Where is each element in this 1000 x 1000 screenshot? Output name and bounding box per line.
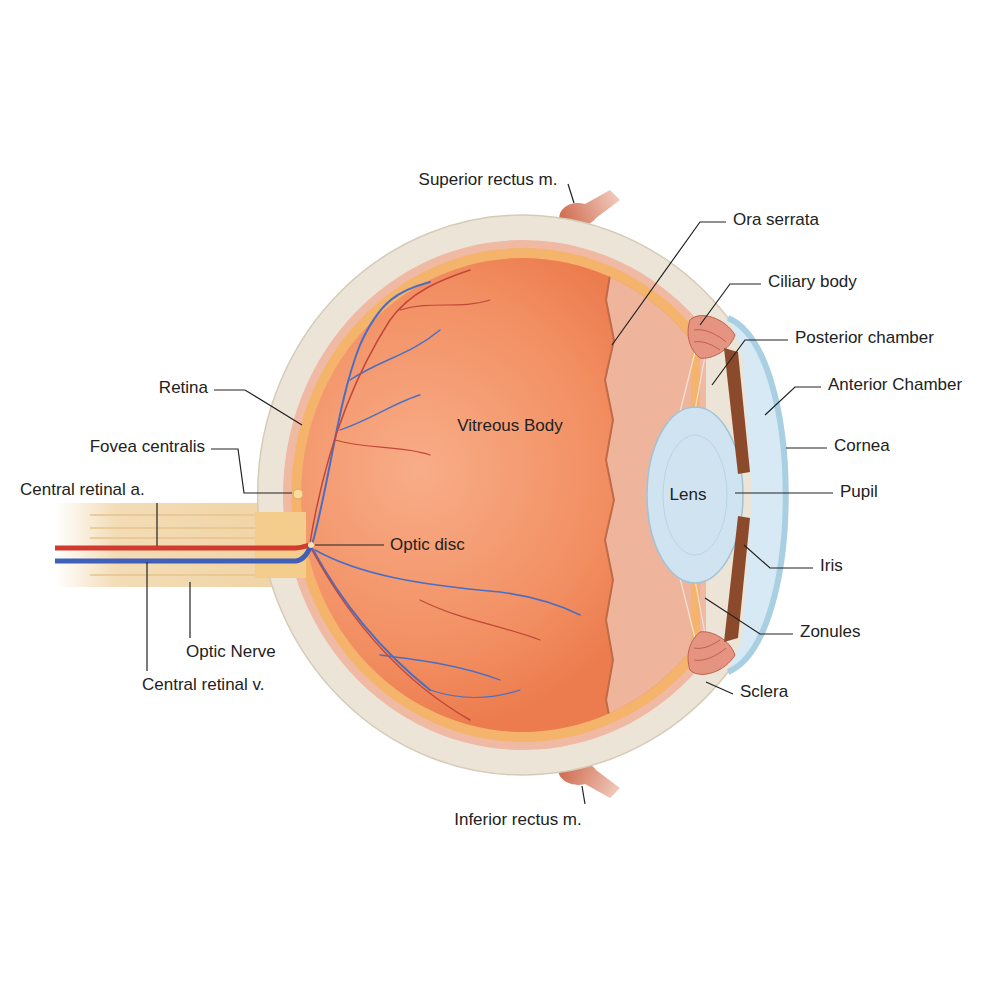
- leader-line: [712, 340, 788, 385]
- leader-line: [211, 449, 292, 493]
- leader-line: [700, 284, 761, 325]
- leader-line: [706, 682, 733, 694]
- ora-serrata-edge: [605, 262, 614, 730]
- optic-nerve: [55, 503, 290, 587]
- part-label: Central retinal a.: [20, 480, 145, 500]
- vein: [312, 282, 430, 545]
- artery: [310, 270, 470, 543]
- iris: [724, 516, 750, 642]
- lens-nucleus: [663, 435, 727, 555]
- part-label: Retina: [159, 378, 208, 398]
- vein: [340, 395, 420, 430]
- leader-line: [315, 544, 384, 545]
- optic-nerve-head: [255, 512, 306, 578]
- ciliary-folds: [694, 640, 726, 660]
- part-label: Central retinal v.: [142, 675, 265, 695]
- leader-line: [786, 447, 827, 448]
- leader-lines: [147, 184, 833, 804]
- vein: [315, 550, 580, 615]
- leader-line: [744, 545, 813, 568]
- part-label: Optic disc: [390, 535, 465, 555]
- part-label: Sclera: [740, 682, 788, 702]
- leader-line: [582, 786, 585, 804]
- part-label: Ciliary body: [768, 272, 857, 292]
- part-label: Vitreous Body: [457, 416, 563, 436]
- leader-line: [568, 184, 574, 203]
- part-label: Iris: [820, 556, 843, 576]
- part-label: Zonules: [800, 622, 860, 642]
- optic-disc: [308, 542, 314, 548]
- leader-line: [765, 387, 821, 415]
- part-label: Lens: [670, 485, 707, 505]
- part-label: Pupil: [840, 482, 878, 502]
- leader-line: [214, 390, 302, 425]
- part-label: Ora serrata: [733, 210, 819, 230]
- nerve-fibres: [90, 515, 280, 575]
- artery: [335, 440, 430, 455]
- vein: [350, 330, 440, 380]
- part-label: Superior rectus m.: [419, 170, 558, 190]
- central-retinal-vein: [55, 546, 311, 561]
- part-label: Posterior chamber: [795, 328, 934, 348]
- leader-line: [146, 562, 147, 671]
- part-label: Optic Nerve: [186, 642, 276, 662]
- artery: [400, 300, 490, 310]
- ciliary-folds: [694, 330, 726, 350]
- lens: [647, 407, 743, 583]
- vein: [312, 548, 430, 690]
- vein: [430, 690, 520, 698]
- part-label: Anterior Chamber: [828, 375, 962, 395]
- retinal-vessels: [310, 270, 580, 720]
- iris: [724, 348, 750, 474]
- part-label: Fovea centralis: [90, 437, 205, 457]
- leader-line: [189, 582, 190, 638]
- vein: [380, 655, 500, 680]
- leader-line: [735, 492, 833, 493]
- artery: [312, 550, 470, 720]
- central-retinal-artery: [55, 545, 310, 548]
- artery: [420, 600, 540, 640]
- sclera: [258, 215, 786, 775]
- leader-line: [612, 222, 726, 345]
- leader-line: [156, 503, 157, 546]
- leader-line: [705, 598, 793, 634]
- part-label: Inferior rectus m.: [454, 810, 582, 830]
- fovea: [293, 489, 303, 499]
- part-label: Cornea: [834, 436, 890, 456]
